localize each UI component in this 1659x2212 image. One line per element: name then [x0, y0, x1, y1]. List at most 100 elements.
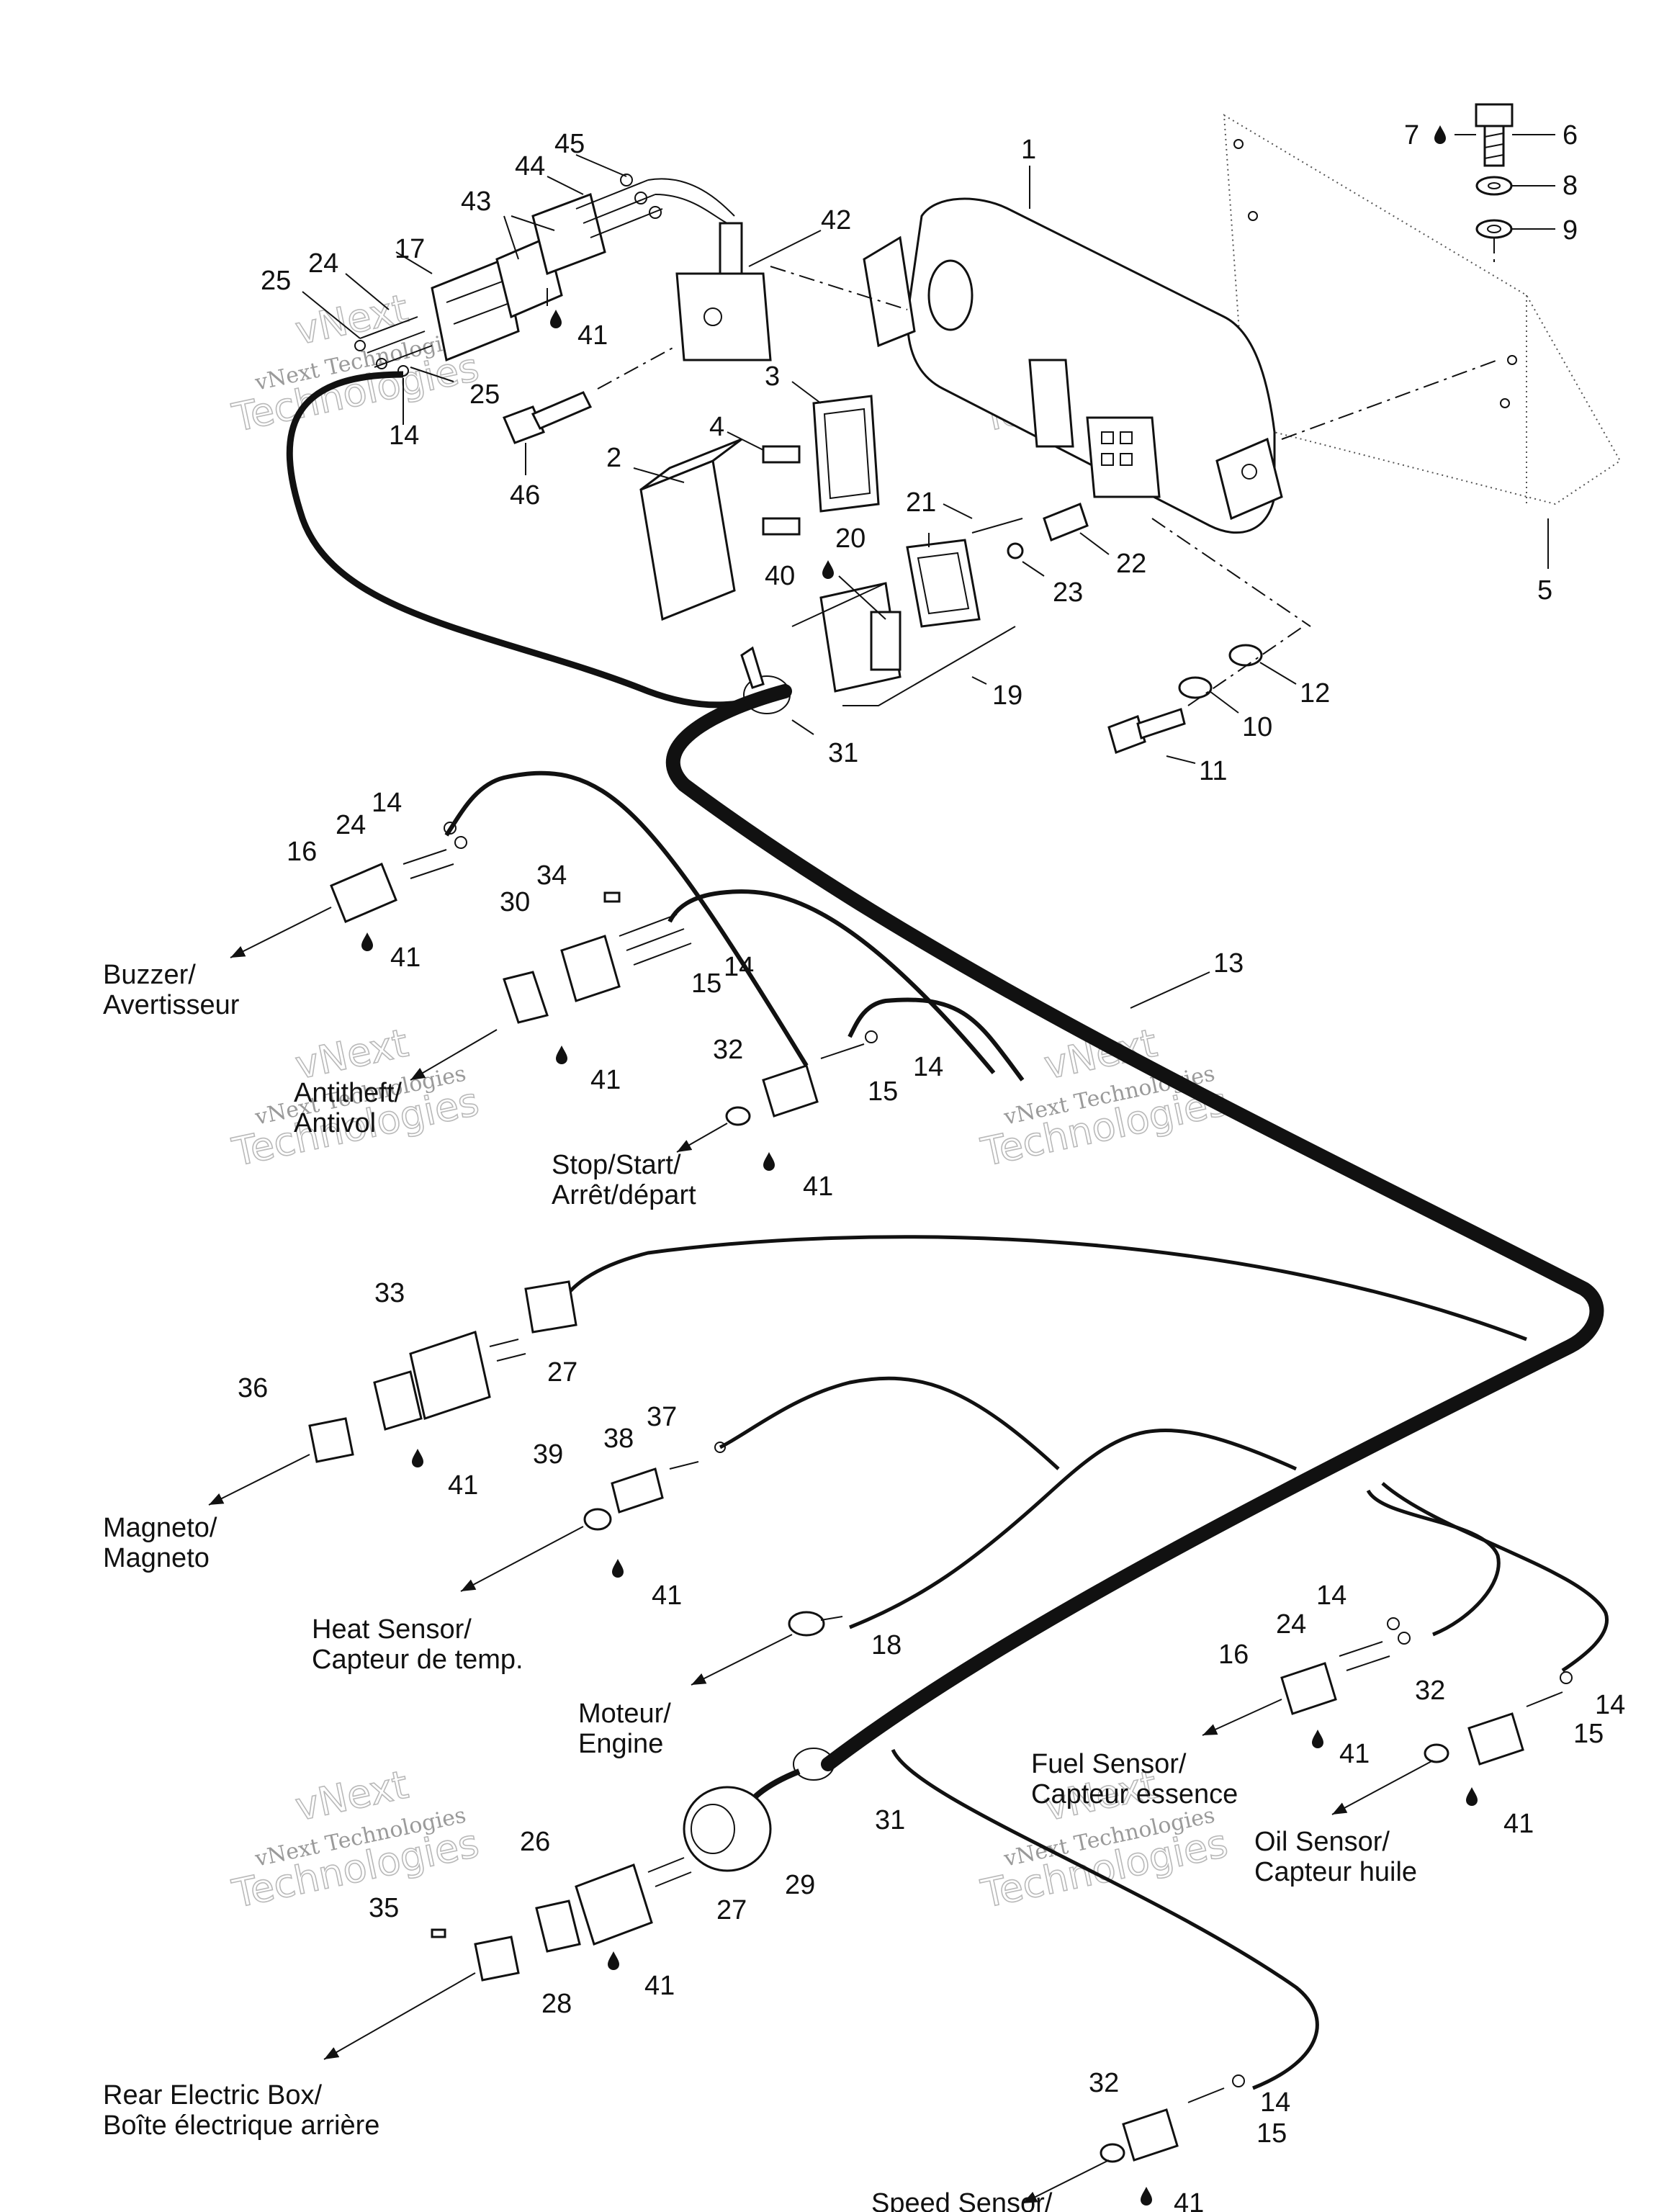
seal-14-stopstart [865, 1030, 878, 1043]
seal-25-a [354, 340, 366, 351]
arrow-stopstart [676, 1123, 728, 1153]
gasket-20 [906, 539, 981, 628]
seal-14-buzzer-b [454, 836, 467, 849]
ring-terminal-18 [788, 1611, 843, 1637]
callout-24-fuel: 24 [1276, 1609, 1306, 1640]
callout-8: 8 [1563, 171, 1578, 201]
label-rear-en: Rear Electric Box/ [103, 2080, 323, 2110]
module-pin-4 [1120, 453, 1133, 466]
ring-terminal-18-neck [820, 1616, 843, 1621]
fuse-holder-42 [675, 222, 772, 361]
module-axis-lower [1151, 518, 1311, 627]
screw-46-shank [531, 391, 593, 430]
label-speed-en: Speed Sensor/ [871, 2188, 1053, 2212]
leader-13 [1130, 971, 1210, 1009]
mounting-plate-5 [1223, 114, 1622, 505]
callout-36: 36 [238, 1373, 268, 1403]
callout-42: 42 [821, 205, 851, 235]
connector-16-fuel [1280, 1617, 1411, 1715]
label-magneto-fr: Magneto [103, 1543, 210, 1573]
pin-34 [603, 891, 621, 903]
leader-25-top-a [302, 291, 361, 339]
wire-buzzer [444, 770, 809, 1067]
harness-wires [286, 371, 1609, 2090]
callout-33: 33 [374, 1278, 405, 1308]
wire-heat [719, 1376, 1060, 1470]
module-connector-b [1086, 416, 1161, 498]
fuse-holder-42-stem [719, 222, 743, 275]
terminal-14-antitheft-a [619, 914, 678, 937]
label-magneto-en: Magneto/ [103, 1513, 217, 1543]
module-pin-1 [1101, 431, 1114, 444]
seal-32-speed [1100, 2143, 1125, 2163]
connector-36 [308, 1417, 354, 1463]
connector-30-body [560, 935, 621, 1002]
wire-45-b [655, 194, 728, 224]
callout-30: 30 [500, 887, 530, 917]
bolt-11 [1107, 708, 1186, 754]
callout-29: 29 [785, 1870, 815, 1900]
callout-6: 6 [1563, 120, 1578, 150]
callout-3: 3 [765, 361, 780, 392]
leader-4 [727, 431, 764, 451]
sealant-drop-icon [608, 1951, 619, 1970]
connector-16-buzzer [330, 822, 467, 923]
callout-23: 23 [1053, 577, 1083, 608]
control-module-1 [863, 197, 1283, 534]
label-stopstart-fr: Arrêt/départ [552, 1180, 696, 1210]
module-pin-2 [1120, 431, 1133, 444]
callout-28: 28 [541, 1989, 572, 2019]
leader-19 [971, 676, 987, 685]
gasket-3-outer [812, 395, 880, 513]
callout-18: 18 [871, 1630, 902, 1660]
seal-14-top [397, 365, 409, 377]
leader-43-b [511, 215, 555, 231]
terminal-22 [1043, 503, 1089, 541]
terminal-14-antitheft-b [626, 928, 685, 951]
wire-engine-ground [849, 1428, 1298, 1629]
bolt-6-thread-3 [1484, 154, 1504, 159]
callout-44: 44 [515, 151, 545, 181]
callout-41-magneto: 41 [448, 1470, 478, 1501]
wire-fuel-sensor [1366, 1489, 1501, 1637]
terminal-15-speed [1187, 2087, 1225, 2103]
callout-14-speed: 14 [1260, 2087, 1290, 2118]
module-axis-upper [1281, 359, 1498, 440]
bolt-11-axis [1187, 626, 1304, 706]
seal-14-speed [1232, 2074, 1245, 2087]
module-speaker [927, 259, 974, 331]
callout-16-fuel: 16 [1218, 1640, 1249, 1670]
callout-21: 21 [906, 487, 936, 518]
sealant-drop-icon [412, 1449, 423, 1467]
connector-19-bracket [842, 626, 1016, 706]
wire-magneto [559, 1235, 1527, 1341]
terminal-24-buzzer-b [410, 863, 454, 879]
gasket-3-inner [823, 408, 871, 500]
callout-46: 46 [510, 480, 540, 511]
connector-33-body [409, 1331, 491, 1420]
connector-28 [474, 1936, 520, 1982]
terminal-24-a [359, 316, 418, 339]
seal-14-fuel-a [1387, 1617, 1400, 1630]
bolt-6-thread-1 [1484, 132, 1504, 138]
module-tab-hole [1241, 464, 1257, 480]
terminal-21 [971, 518, 1023, 534]
callout-41-stopstart: 41 [803, 1172, 833, 1202]
connector-19-latch [870, 611, 902, 671]
terminal-27-rear-b [655, 1871, 692, 1887]
cable-tie-31-top-head [740, 646, 765, 689]
terminal-44-b [583, 194, 656, 224]
connector-43-plug [531, 193, 606, 275]
module-pin-3 [1101, 453, 1114, 466]
connector-32-speed-body [1122, 2108, 1179, 2162]
arrow-rear [323, 1972, 476, 2060]
arrow-oil [1331, 1760, 1434, 1815]
module-connector-a [1028, 359, 1074, 448]
callout-14-antitheft: 14 [724, 952, 754, 982]
connector-32-oil-body [1467, 1712, 1524, 1766]
connector-26-body [575, 1863, 653, 1946]
gasket-20-inner [917, 552, 970, 615]
callout-27-magneto: 27 [547, 1357, 577, 1388]
callout-38: 38 [603, 1424, 634, 1454]
